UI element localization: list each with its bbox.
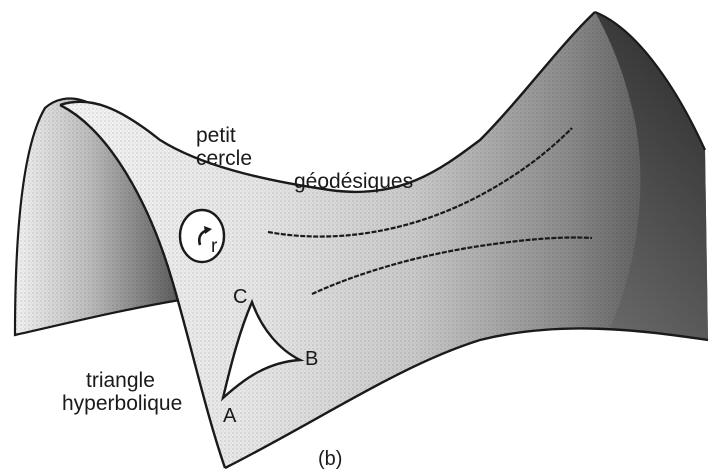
label-cercle: cercle [196, 147, 252, 170]
label-vertex-c: C [233, 286, 247, 308]
label-vertex-a: A [223, 405, 237, 427]
label-geodesiques: géodésiques [294, 170, 413, 193]
label-triangle: triangle [86, 369, 155, 392]
label-radius-r: r [211, 236, 218, 257]
label-vertex-b: B [305, 348, 318, 370]
panel-label: (b) [318, 448, 342, 470]
small-circle [180, 210, 224, 262]
label-hyperbolique: hyperbolique [62, 392, 182, 415]
label-petit: petit [196, 124, 236, 147]
